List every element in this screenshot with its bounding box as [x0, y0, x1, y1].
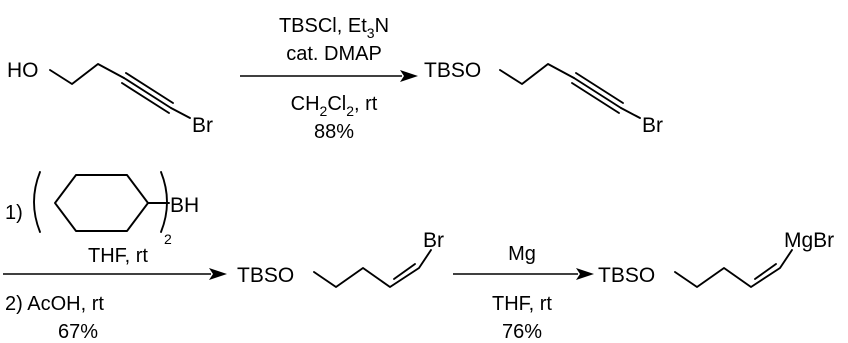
product3-chain-bond — [674, 249, 793, 288]
step3-yield: 76% — [502, 321, 542, 343]
step2-conditions: 1) BH 2 THF, rt 2) AcOH, rt 67% — [5, 171, 199, 343]
step3-conditions: Mg THF, rt 76% — [492, 243, 552, 343]
reactant-bromobutynol: HO Br — [7, 59, 213, 137]
reactant-c-br-bond — [170, 107, 191, 119]
product2-cis-double-bond — [393, 263, 416, 280]
dicyclohexylborane-structure: BH 2 — [33, 171, 199, 247]
step3-reagent: Mg — [508, 243, 536, 265]
product-z-vinyl-grignard: TBSO MgBr — [598, 229, 834, 288]
reactant-chain-bond — [49, 63, 125, 85]
reactant-triple-bond — [121, 72, 174, 114]
product1-chain-bond — [499, 63, 575, 85]
borane-count-subscript: 2 — [164, 231, 172, 247]
product3-tbso-label: TBSO — [598, 264, 655, 287]
step2-label-2: 2) AcOH, rt — [5, 293, 104, 315]
step2-yield: 67% — [58, 321, 98, 343]
step2-solvent: THF, rt — [88, 245, 148, 267]
step1-reagents-line2: cat. DMAP — [286, 43, 382, 65]
step1-solvent: CH2Cl2, rt — [291, 93, 378, 119]
step1-arrow — [240, 70, 418, 82]
product2-chain-bond — [313, 249, 432, 288]
step1-conditions: TBSCl, Et3N cat. DMAP CH2Cl2, rt 88% — [279, 15, 389, 143]
left-parenthesis — [33, 171, 41, 233]
step3-solvent: THF, rt — [492, 293, 552, 315]
step1-reagents-line1: TBSCl, Et3N — [279, 15, 389, 41]
right-parenthesis — [160, 171, 168, 233]
step1-yield: 88% — [314, 121, 354, 143]
step2-label-1: 1) — [5, 202, 23, 224]
product1-tbso-label: TBSO — [424, 59, 481, 82]
product-tbs-bromobutyne: TBSO Br — [424, 59, 663, 137]
product3-cis-double-bond — [754, 263, 777, 280]
reactant-hydroxyl-label: HO — [7, 59, 39, 82]
product3-mgbr-label: MgBr — [784, 229, 834, 252]
reactant-bromine-label: Br — [192, 114, 213, 137]
borane-bh-label: BH — [170, 194, 199, 217]
step2-arrow — [3, 268, 227, 280]
cyclohexyl-ring — [54, 174, 149, 232]
product2-tbso-label: TBSO — [237, 264, 294, 287]
step3-arrow — [453, 268, 594, 280]
product-z-vinyl-bromide: TBSO Br — [237, 229, 444, 288]
product2-bromine-label: Br — [423, 229, 444, 252]
product1-c-br-bond — [620, 107, 641, 119]
product1-triple-bond — [571, 72, 624, 114]
product1-bromine-label: Br — [642, 114, 663, 137]
